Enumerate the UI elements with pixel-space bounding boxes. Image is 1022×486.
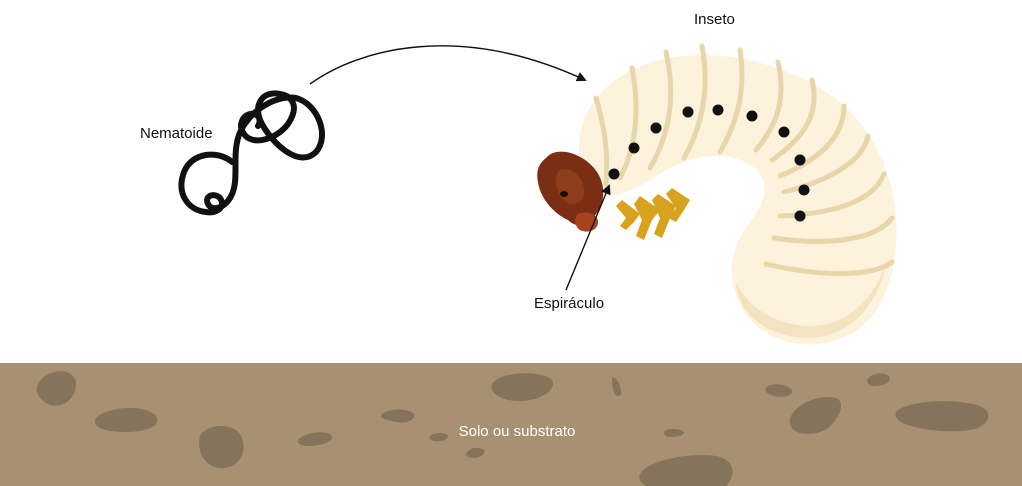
larva-legs xyxy=(616,188,690,240)
nematode-label: Nematoide xyxy=(140,125,213,142)
insect-label: Inseto xyxy=(694,11,735,28)
soil-layer: Solo ou substrato xyxy=(0,363,1022,486)
soil-label: Solo ou substrato xyxy=(459,423,576,440)
nematode-worm: Nematoide xyxy=(140,93,322,212)
larva-eye xyxy=(560,191,568,197)
spiracle-label: Espiráculo xyxy=(534,295,604,312)
infection-arrow xyxy=(310,46,585,84)
